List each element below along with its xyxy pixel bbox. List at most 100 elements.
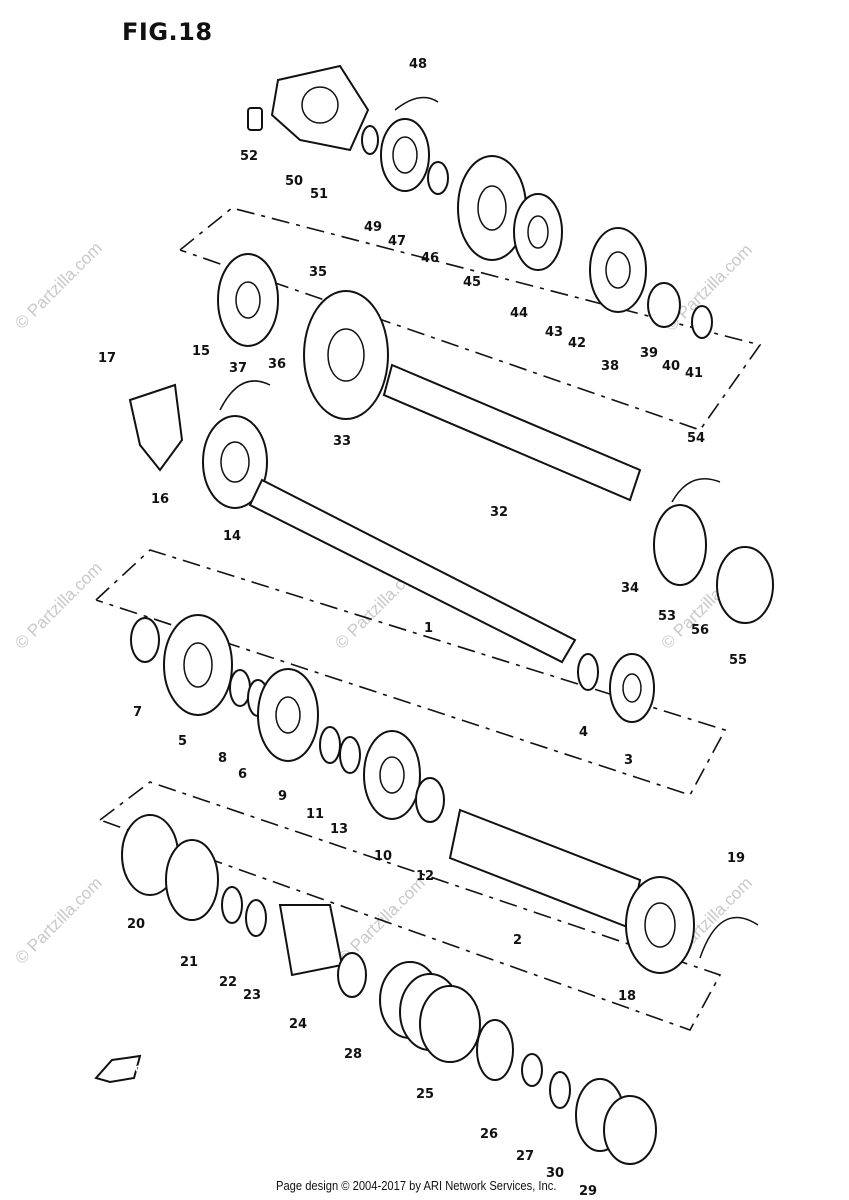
washer-30 (549, 1071, 571, 1109)
callout-4: 4 (579, 725, 588, 740)
callout-5: 5 (178, 734, 187, 749)
callout-21: 21 (180, 955, 198, 970)
washer-49 (361, 125, 379, 155)
callout-51: 51 (310, 187, 328, 202)
cam-24 (278, 904, 344, 977)
gear-3 (609, 653, 655, 723)
watermark: © Partzilla.com (11, 873, 105, 967)
snap-ring-19 (699, 916, 759, 959)
callout-53: 53 (658, 609, 676, 624)
copyright-footer: Page design © 2004-2017 by ARI Network S… (276, 1178, 557, 1193)
gear-44 (513, 193, 563, 271)
gear-9 (257, 668, 319, 762)
top-assembly (128, 64, 774, 723)
callout-3: 3 (624, 753, 633, 768)
middle-assembly (130, 614, 759, 974)
callout-20: 20 (127, 917, 145, 932)
callout-35: 35 (309, 265, 327, 280)
callout-25: 25 (416, 1087, 434, 1102)
callout-7: 7 (133, 705, 142, 720)
bushing-7 (130, 617, 160, 663)
callout-14: 14 (223, 529, 241, 544)
bearing-18 (625, 876, 695, 974)
bearing-47 (380, 118, 430, 192)
bearing-14 (202, 415, 268, 509)
washer-4 (577, 653, 599, 691)
snap-ring-54 (671, 478, 721, 503)
spring-25 (379, 961, 481, 1063)
bearing-retainer-plate (270, 64, 370, 152)
front-marker-label: F.R.O (116, 1065, 143, 1075)
washer-11-13 (319, 726, 361, 774)
bushing-12 (415, 777, 445, 823)
callout-8: 8 (218, 751, 227, 766)
callout-39: 39 (640, 346, 658, 361)
callout-13: 13 (330, 822, 348, 837)
watermark: © Partzilla.com (11, 558, 105, 652)
mainshaft-1 (248, 478, 577, 664)
callout-34: 34 (621, 581, 639, 596)
callout-15: 15 (192, 344, 210, 359)
washer-22-23 (221, 886, 267, 937)
bushing-39-41 (647, 282, 713, 339)
callout-2: 2 (513, 933, 522, 948)
spacer-28 (337, 952, 367, 998)
callout-27: 27 (516, 1149, 534, 1164)
gear-5 (163, 614, 233, 716)
snap-ring-15 (219, 380, 271, 411)
callout-50: 50 (285, 174, 303, 189)
gear-37 (217, 253, 279, 347)
callout-24: 24 (289, 1017, 307, 1032)
callout-52: 52 (240, 149, 258, 164)
callout-19: 19 (727, 851, 745, 866)
callout-48: 48 (409, 57, 427, 72)
callout-38: 38 (601, 359, 619, 374)
bearing-53-55 (653, 504, 774, 624)
bolt-52 (247, 107, 263, 131)
callout-32: 32 (490, 505, 508, 520)
callout-41: 41 (685, 366, 703, 381)
gear-10 (363, 730, 421, 820)
callout-49: 49 (364, 220, 382, 235)
callout-54: 54 (687, 431, 705, 446)
snap-ring-48 (394, 96, 439, 111)
callout-6: 6 (238, 767, 247, 782)
callout-37: 37 (229, 361, 247, 376)
callout-18: 18 (618, 989, 636, 1004)
drive-sprocket-21 (165, 839, 219, 921)
callout-22: 22 (219, 975, 237, 990)
callout-43: 43 (545, 325, 563, 340)
callout-1: 1 (424, 621, 433, 636)
shift-cam-stopper-16 (128, 383, 184, 472)
callout-45: 45 (463, 275, 481, 290)
callout-40: 40 (662, 359, 680, 374)
front-marker: F.R.O (94, 1054, 143, 1084)
callout-46: 46 (421, 251, 439, 266)
washer-26 (476, 1019, 514, 1081)
gear-33 (303, 290, 389, 420)
callout-9: 9 (278, 789, 287, 804)
assembly-boundaries (95, 207, 762, 1031)
callouts: 1 2 3 4 5 6 7 8 9 10 11 12 13 14 15 16 1… (98, 57, 747, 1199)
callout-23: 23 (243, 988, 261, 1003)
washer-46 (427, 161, 449, 195)
callout-42: 42 (568, 336, 586, 351)
callout-36: 36 (268, 357, 286, 372)
countershaft-32 (382, 363, 642, 502)
callout-29: 29 (579, 1184, 597, 1199)
watermark: © Partzilla.com (11, 238, 105, 332)
callout-47: 47 (388, 234, 406, 249)
callout-16: 16 (151, 492, 169, 507)
callout-30: 30 (546, 1166, 564, 1181)
callout-55: 55 (729, 653, 747, 668)
callout-10: 10 (374, 849, 392, 864)
bottom-assembly (121, 814, 657, 1165)
callout-28: 28 (344, 1047, 362, 1062)
circlip-27 (521, 1053, 543, 1087)
figure-title: FIG.18 (122, 18, 213, 46)
cap-31 (603, 1095, 657, 1165)
callout-56: 56 (691, 623, 709, 638)
gear-38 (589, 227, 647, 313)
callout-11: 11 (306, 807, 324, 822)
